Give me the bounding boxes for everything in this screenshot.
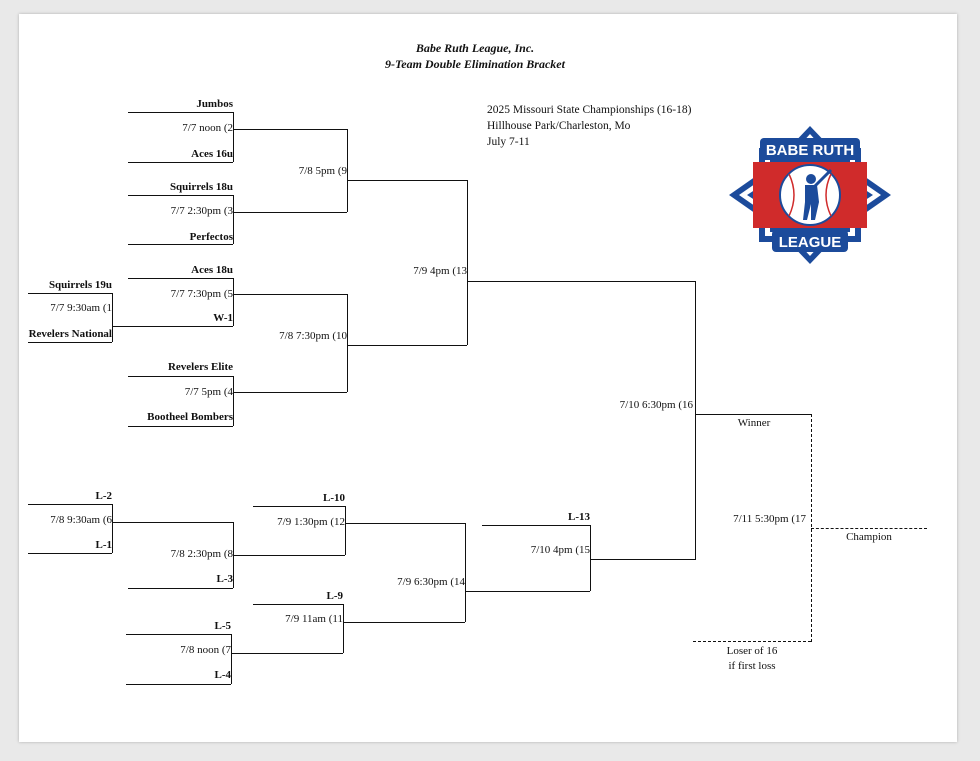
loser-l-3: L-3: [216, 573, 234, 585]
event-dates: July 7-11: [487, 136, 530, 148]
game-9-label: 7/8 5pm (9: [298, 165, 347, 177]
game-17-label: 7/11 5:30pm (17: [733, 513, 806, 525]
loser-l-4: L-4: [214, 669, 232, 681]
team-jumbos: Jumbos: [196, 98, 233, 110]
game-4-label: 7/7 5pm (4: [184, 386, 233, 398]
game-11-label: 7/9 11am (11: [285, 613, 343, 625]
game-1-label: 7/7 9:30am (1: [50, 302, 112, 314]
loser-l-9: L-9: [326, 590, 344, 602]
loser-of-16-label: Loser of 16: [726, 645, 778, 657]
game-15-label: 7/10 4pm (15: [530, 544, 590, 556]
game-16-label: 7/10 6:30pm (16: [619, 399, 693, 411]
game-2-label: 7/7 noon (2: [182, 122, 233, 134]
loser-l-2: L-2: [95, 490, 113, 502]
team-bootheel-bombers: Bootheel Bombers: [147, 411, 233, 423]
winner-label: Winner: [737, 417, 771, 429]
event-name: 2025 Missouri State Championships (16-18…: [487, 104, 692, 116]
loser-l-13: L-13: [568, 511, 590, 523]
loser-l-1: L-1: [95, 539, 113, 551]
game-5-label: 7/7 7:30pm (5: [170, 288, 233, 300]
game-6-label: 7/8 9:30am (6: [50, 514, 112, 526]
game-3-label: 7/7 2:30pm (3: [170, 205, 233, 217]
team-w-1: W-1: [213, 312, 233, 324]
team-revelers-national: Revelers National: [28, 328, 112, 340]
team-aces-16u: Aces 16u: [191, 148, 233, 160]
team-squirrels-18u: Squirrels 18u: [169, 181, 233, 193]
game-7-label: 7/8 noon (7: [180, 644, 231, 656]
team-squirrels-19u: Squirrels 19u: [48, 279, 112, 291]
bracket-line: [128, 112, 233, 113]
bracket-title: Babe Ruth League, Inc.: [415, 41, 535, 55]
loser-l-5: L-5: [214, 620, 232, 632]
bracket-subtitle: 9-Team Double Elimination Bracket: [385, 57, 565, 71]
game-13-label: 7/9 4pm (13: [413, 265, 467, 277]
loser-l-10: L-10: [323, 492, 345, 504]
game-14-label: 7/9 6:30pm (14: [397, 576, 465, 588]
team-aces-18u: Aces 18u: [191, 264, 233, 276]
logo-text-top: BABE RUTH: [766, 142, 854, 159]
team-revelers-elite: Revelers Elite: [167, 361, 233, 373]
game-10-label: 7/8 7:30pm (10: [279, 330, 347, 342]
bracket-sheet: [19, 14, 957, 742]
team-perfectos: Perfectos: [189, 231, 233, 243]
champion-label: Champion: [846, 531, 892, 543]
logo-text-bottom: LEAGUE: [779, 234, 842, 251]
game-8-label: 7/8 2:30pm (8: [170, 548, 233, 560]
event-location: Hillhouse Park/Charleston, Mo: [487, 120, 631, 132]
first-loss-label: if first loss: [728, 660, 776, 672]
game-12-label: 7/9 1:30pm (12: [277, 516, 345, 528]
babe-ruth-league-logo: BABE RUTH LEAGUE: [729, 126, 891, 264]
